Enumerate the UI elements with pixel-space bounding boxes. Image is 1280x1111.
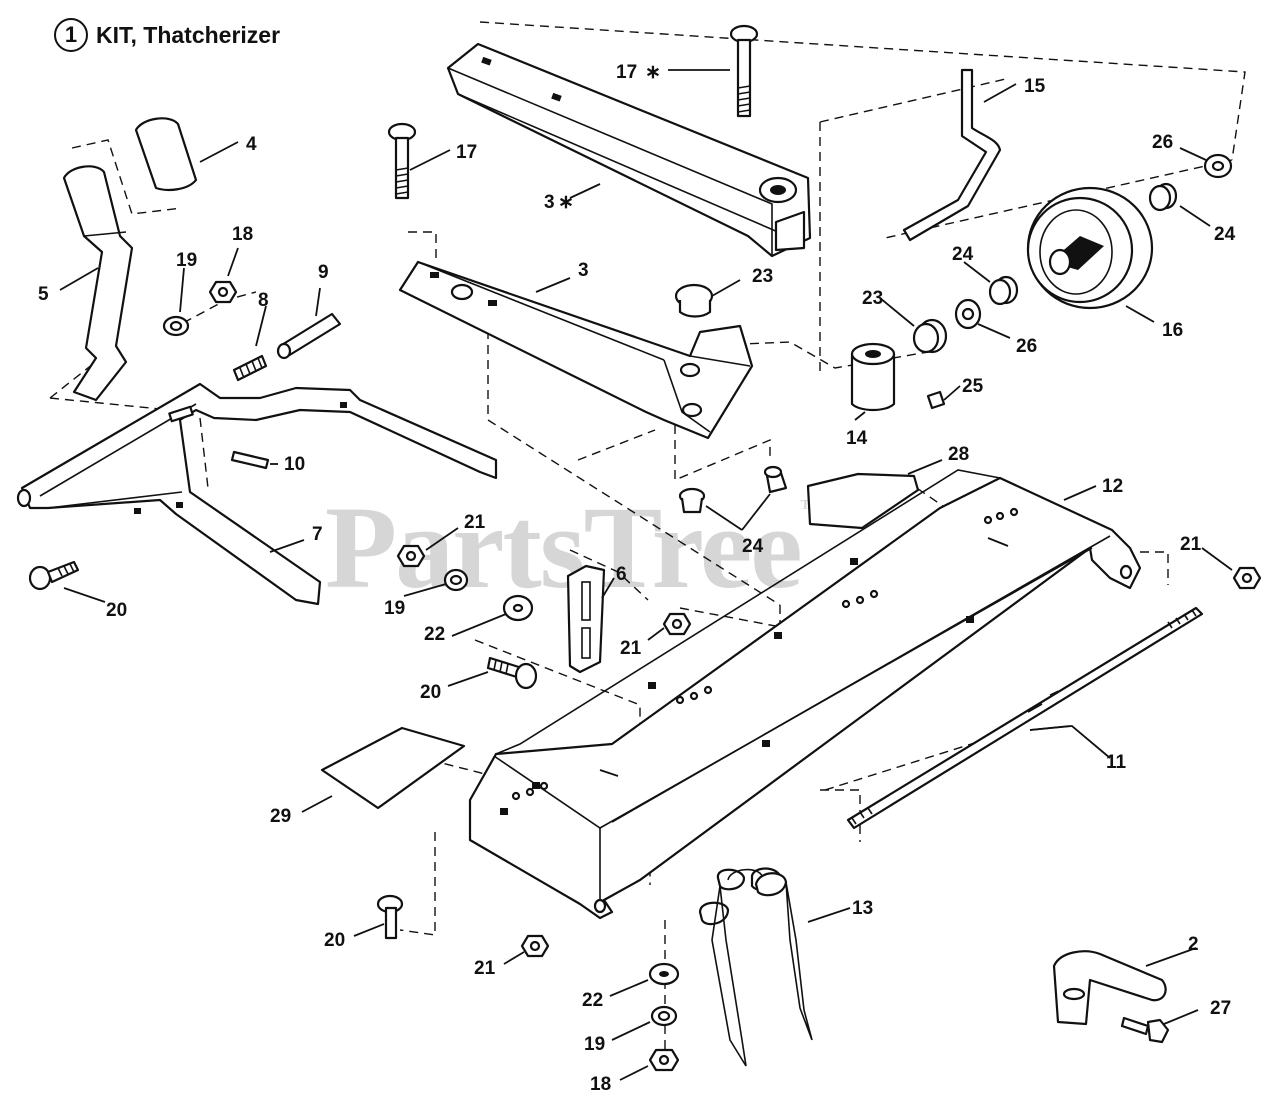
callout-18-upper: 18: [232, 224, 253, 245]
part-2-clip: [1052, 950, 1167, 1026]
part-21-nut-b: [662, 612, 692, 636]
callout-22-bottom: 22: [582, 990, 603, 1011]
part-6-bracket: [566, 564, 606, 674]
part-22-washer-bottom: [648, 962, 680, 986]
part-21-nut-c: [1232, 566, 1262, 590]
callout-7: 7: [312, 524, 323, 545]
part-19-washer-mid: [443, 568, 469, 592]
callout-24-mid: 24: [952, 244, 974, 265]
part-17-bolt-upper: [729, 24, 759, 118]
kit-number-badge: 1: [54, 18, 88, 52]
part-14-collar: [850, 342, 896, 412]
part-23-bushing-top: [674, 283, 714, 318]
callout-9: 9: [318, 262, 329, 283]
part-18-nut-bottom: [648, 1048, 680, 1072]
callout-12: 12: [1102, 476, 1123, 497]
callout-24-lower: 24: [742, 536, 764, 557]
callout-20-bottom: 20: [324, 930, 345, 951]
callout-23-top: 23: [752, 266, 773, 287]
part-24-bushings-lower: [678, 465, 788, 514]
callout-4: 4: [246, 134, 257, 155]
callout-28: 28: [948, 444, 969, 465]
callout-23-mid: 23: [862, 288, 883, 309]
callout-21-c: 21: [1180, 534, 1202, 555]
callout-5: 5: [38, 284, 49, 305]
part-24-bushing-mid: [988, 275, 1019, 306]
part-10-pin: [230, 450, 270, 470]
part-24-bushing-right: [1148, 182, 1178, 212]
callout-6: 6: [616, 564, 627, 585]
callout-25: 25: [962, 376, 984, 397]
callout-8: 8: [258, 290, 269, 311]
callout-20-mid: 20: [420, 682, 441, 703]
part-15-axle: [902, 68, 1002, 242]
kit-title: KIT, Thatcherizer: [96, 21, 281, 48]
part-29-decal: [320, 726, 466, 810]
leader-lines: [59, 69, 1233, 1081]
part-17-bolt-lower: [387, 122, 417, 200]
part-26-washer-mid: [954, 298, 982, 330]
callout-19-bottom: 19: [584, 1034, 605, 1055]
callout-labels: 17 ∗ 15 4 17 26 3 ∗ 24 18 19 24 3 23 9 5…: [38, 62, 1236, 1095]
callout-19-mid: 19: [384, 598, 405, 619]
part-23-bushing-mid: [912, 318, 948, 354]
part-27-bolt: [1120, 1016, 1170, 1044]
part-4-cap: [134, 117, 198, 191]
callout-20-left: 20: [106, 600, 127, 621]
part-26-washer-right: [1203, 153, 1233, 179]
part-3-lower-arm: [398, 260, 754, 440]
callout-15: 15: [1024, 76, 1046, 97]
callout-11: 11: [1106, 752, 1127, 773]
part-9-pin: [276, 312, 342, 360]
callout-21-d: 21: [474, 958, 496, 979]
assembly-lines: [49, 21, 1246, 1050]
callout-16: 16: [1162, 320, 1183, 341]
part-22-washer-mid: [502, 594, 534, 622]
callout-21-a: 21: [464, 512, 486, 533]
callout-29: 29: [270, 806, 291, 827]
callout-22-mid: 22: [424, 624, 445, 645]
part-5-lever: [62, 165, 134, 402]
part-21-nut-d: [520, 934, 550, 958]
part-19-washer-upper: [162, 315, 190, 337]
part-16-wheel: [1026, 186, 1154, 310]
part-25-set-screw: [926, 390, 946, 410]
callout-17-upper: 17: [616, 62, 637, 83]
callout-2: 2: [1188, 934, 1199, 955]
callout-26-mid: 26: [1016, 336, 1037, 357]
part-18-nut-upper: [208, 280, 238, 304]
asterisk-3: ∗: [558, 192, 574, 213]
asterisk-17: ∗: [645, 62, 661, 83]
part-13-spring-tines: [698, 867, 813, 1067]
part-8-spring: [232, 354, 268, 382]
callout-3-upper: 3: [544, 192, 555, 213]
part-12-main-deck: [468, 469, 1142, 920]
callout-13: 13: [852, 898, 873, 919]
part-28-decal: [806, 472, 920, 530]
part-20-bolt-mid: [486, 656, 538, 690]
callout-10: 10: [284, 454, 305, 475]
callout-17-lower: 17: [456, 142, 477, 163]
diagram-header: 1 KIT, Thatcherizer: [54, 18, 280, 52]
callout-26-right: 26: [1152, 132, 1173, 153]
callout-24-right: 24: [1214, 224, 1236, 245]
callout-18-bottom: 18: [590, 1074, 611, 1095]
part-7-handle-frame: [16, 382, 498, 606]
part-21-nut-a: [396, 544, 426, 568]
callout-3-lower: 3: [578, 260, 589, 281]
callout-14: 14: [846, 428, 868, 449]
callout-19-upper: 19: [176, 250, 197, 271]
part-20-bolt-left: [28, 560, 80, 591]
part-20-bolt-bottom: [376, 894, 404, 940]
callout-27: 27: [1210, 998, 1231, 1019]
part-19-washer-bottom: [650, 1005, 678, 1027]
part-3-upper-arm: [446, 42, 812, 258]
callout-21-b: 21: [620, 638, 642, 659]
